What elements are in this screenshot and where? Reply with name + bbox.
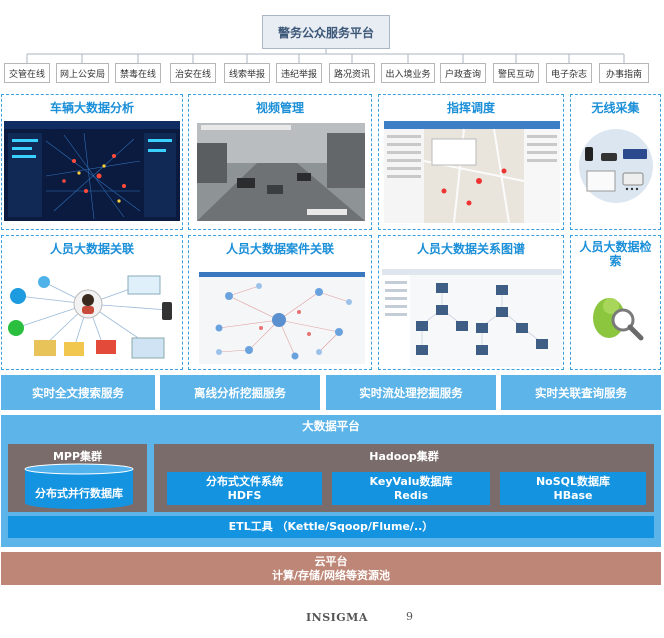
panel-person-association: 人员大数据关联 [1, 235, 183, 370]
database-cylinder-icon [24, 463, 134, 509]
panel-video-management: 视频管理 [188, 94, 372, 230]
page-number: 9 [406, 610, 413, 623]
service-clue-report: 线索举报 [224, 63, 270, 83]
redis-box: KeyValu数据库 Redis [332, 472, 490, 505]
vehicle-dashboard-image [4, 121, 180, 221]
service-traffic-online: 交管在线 [4, 63, 50, 83]
hadoop-cluster-title: Hadoop集群 [369, 450, 439, 463]
panel-wireless-collection: 无线采集 [570, 94, 661, 230]
service-realtime-query: 实时关联查询服务 [501, 375, 661, 410]
hdfs-label: 分布式文件系统 [206, 474, 283, 488]
service-realtime-fulltext-search: 实时全文搜索服务 [1, 375, 155, 410]
wireless-devices-image [579, 129, 653, 203]
hbase-name: HBase [553, 488, 593, 502]
service-drug-online: 禁毒在线 [115, 63, 161, 83]
service-online-police: 网上公安局 [56, 63, 109, 83]
service-traffic-info: 路况资讯 [329, 63, 375, 83]
panel-title: 人员大数据关联 [49, 242, 134, 256]
hbase-label: NoSQL数据库 [535, 474, 611, 488]
service-offline-mining: 离线分析挖掘服务 [160, 375, 320, 410]
service-security-online: 治安在线 [170, 63, 216, 83]
panel-person-case-association: 人员大数据案件关联 [188, 235, 372, 370]
cloud-platform: 云平台 计算/存储/网络等资源池 [1, 552, 661, 585]
panel-person-search: 人员大数据检索 [570, 235, 661, 370]
redis-label: KeyValu数据库 [369, 474, 453, 488]
big-data-platform-title: 大数据平台 [302, 419, 360, 433]
panel-vehicle-analysis: 车辆大数据分析 [1, 94, 183, 230]
service-stream-processing: 实时流处理挖掘服务 [326, 375, 496, 410]
case-network-image [199, 272, 365, 364]
panel-title: 人员大数据关系图谱 [416, 242, 525, 256]
panel-title: 人员大数据检索 [579, 240, 652, 268]
panel-title: 视频管理 [255, 101, 304, 115]
service-household-query: 户政查询 [440, 63, 486, 83]
service-police-interaction: 警民互动 [493, 63, 539, 83]
public-service-platform: 警务公众服务平台 [262, 15, 390, 49]
panel-person-relation-graph: 人员大数据关系图谱 [378, 235, 564, 370]
etl-tools: ETL工具 （Kettle/Sqoop/Flume/..） [8, 516, 654, 538]
cctv-street-image [197, 123, 365, 221]
mpp-database-label: 分布式并行数据库 [35, 487, 123, 500]
dispatch-map-image [384, 121, 560, 223]
panel-command-dispatch: 指挥调度 [378, 94, 564, 230]
panel-title: 指挥调度 [446, 101, 495, 115]
panel-title: 人员大数据案件关联 [225, 242, 334, 256]
mpp-cluster-title: MPP集群 [52, 450, 103, 463]
service-e-magazine: 电子杂志 [546, 63, 592, 83]
search-magnifier-icon [593, 298, 644, 341]
panel-title: 无线采集 [591, 101, 640, 115]
cloud-resources: 计算/存储/网络等资源池 [271, 569, 391, 582]
service-guide: 办事指南 [599, 63, 649, 83]
redis-name: Redis [393, 488, 429, 502]
relation-graph-image [382, 269, 562, 367]
tree-connectors [26, 49, 625, 63]
footer-brand: INSIGMA [306, 611, 368, 624]
person-association-image [8, 275, 172, 359]
hdfs-box: 分布式文件系统 HDFS [167, 472, 322, 505]
hbase-box: NoSQL数据库 HBase [500, 472, 646, 505]
service-exit-entry: 出入境业务 [381, 63, 435, 83]
cloud-title: 云平台 [314, 555, 348, 568]
panel-title: 车辆大数据分析 [49, 101, 134, 115]
service-discipline-report: 违纪举报 [276, 63, 322, 83]
hdfs-name: HDFS [227, 488, 262, 502]
